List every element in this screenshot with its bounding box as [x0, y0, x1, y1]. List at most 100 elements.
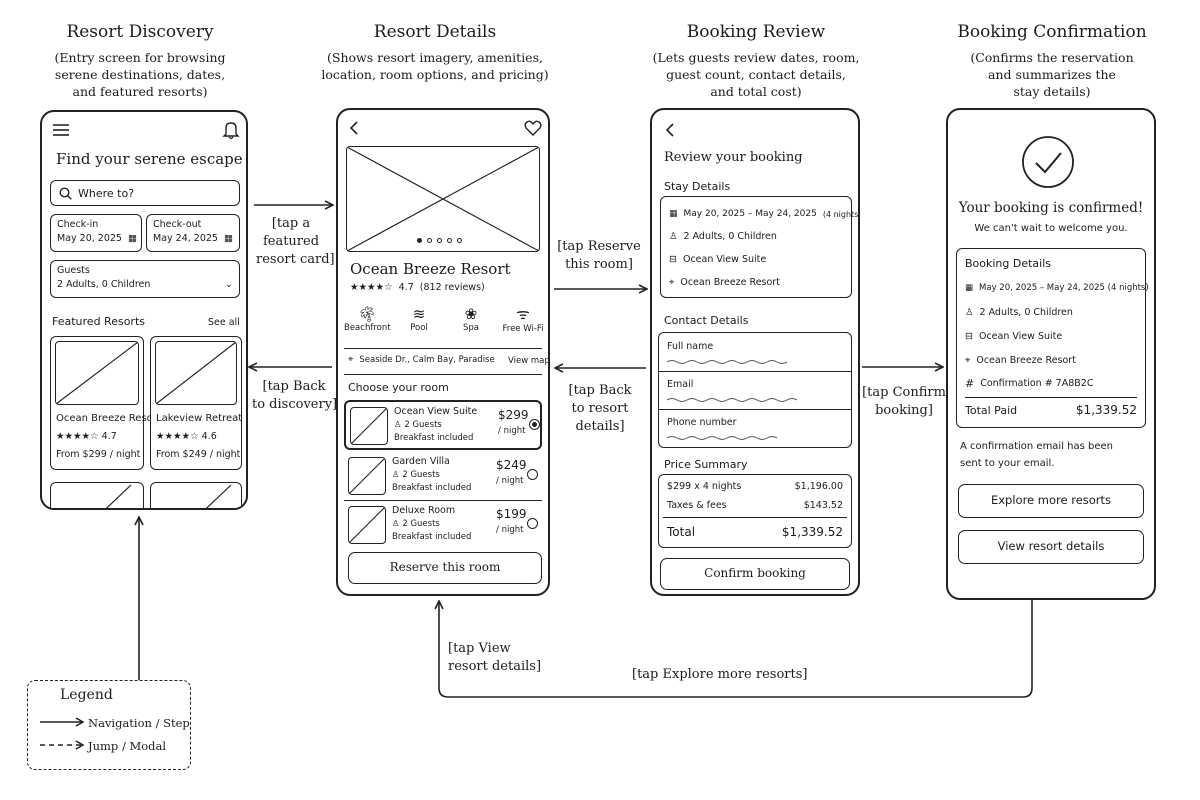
guests-value: 2 Adults, 0 Children: [57, 279, 151, 290]
discovery-heading: Find your serene escape: [56, 150, 243, 168]
person-icon: ♙: [392, 519, 400, 529]
search-icon: [59, 186, 72, 200]
arrow-explore-to-discovery: [439, 600, 1033, 698]
full-name-field[interactable]: [667, 359, 787, 365]
taxes-value: $143.52: [803, 500, 843, 511]
confirmation-title: Booking Confirmation: [957, 22, 1147, 42]
view-map-link[interactable]: View map: [508, 356, 550, 366]
flow-label-tap-confirm: [tap Confirm booking]: [862, 385, 946, 418]
bell-icon[interactable]: [222, 120, 240, 140]
calendar-icon: ▦: [224, 233, 233, 244]
lotus-icon: ❀: [464, 305, 478, 323]
dates-row: ▦May 20, 2025 – May 24, 2025 (4 nights): [965, 283, 1149, 293]
room-radio[interactable]: [527, 518, 538, 529]
carousel-dots[interactable]: [417, 238, 462, 243]
room-option[interactable]: Garden Villa ♙ 2 Guests Breakfast includ…: [344, 455, 542, 499]
room-row: ⊟Ocean View Suite: [965, 330, 1063, 342]
resort-image-placeholder: [205, 484, 232, 508]
location-pin-icon: ⌖: [348, 354, 354, 365]
nightly-line-value: $1,196.00: [794, 481, 843, 492]
bed-icon: ⊟: [965, 330, 973, 342]
person-icon: ♙: [392, 470, 400, 480]
review-heading: Review your booking: [664, 150, 803, 165]
amenity-pool: ≋ Pool: [410, 305, 428, 333]
room-breakfast: Breakfast included: [392, 532, 472, 542]
calendar-icon: ▦: [669, 209, 678, 219]
calendar-icon: ▦: [127, 233, 137, 244]
details-title: Resort Details: [373, 22, 497, 42]
email-label: Email: [667, 379, 694, 390]
divider: [344, 500, 542, 502]
details-screen: Ocean Breeze Resort ★★★★☆ 4.7 (812 revie…: [336, 108, 550, 596]
phone-field[interactable]: [667, 435, 777, 441]
room-guests: ♙ 2 Guests: [394, 420, 442, 430]
confirm-booking-button[interactable]: Confirm booking: [660, 558, 850, 590]
discovery-subtitle: (Entry screen for browsing serene destin…: [54, 50, 226, 99]
room-radio-selected[interactable]: [529, 419, 540, 430]
choose-room-label: Choose your room: [348, 381, 449, 394]
room-price: $299: [498, 408, 529, 422]
room-radio[interactable]: [527, 469, 538, 480]
featured-resorts-label: Featured Resorts: [52, 315, 145, 328]
resort-hero-image: [346, 146, 540, 252]
back-arrow-icon[interactable]: [348, 120, 360, 136]
search-input[interactable]: Where to?: [50, 180, 240, 206]
email-field[interactable]: [667, 397, 797, 403]
guests-select[interactable]: Guests 2 Adults, 0 Children ⌄: [50, 260, 240, 298]
room-breakfast: Breakfast included: [392, 483, 472, 493]
palm-tree-icon: 🌴︎: [357, 305, 377, 323]
stay-dates-row: ▦ May 20, 2025 – May 24, 2025 (4 nights): [669, 209, 860, 219]
legend-title: Legend: [60, 687, 113, 703]
wifi-icon: ᯤ: [516, 305, 530, 323]
discovery-screen: Find your serene escape Where to? Check-…: [40, 110, 248, 510]
booking-details-card: Booking Details ▦May 20, 2025 – May 24, …: [956, 248, 1149, 428]
checkout-field[interactable]: Check-out May 24, 2025 ▦: [146, 214, 240, 252]
card-rating: ★★★★☆ 4.6: [156, 431, 217, 442]
legend: Legend Navigation / Step Jump / Modal: [27, 680, 191, 770]
stay-guests-row: ♙ 2 Adults, 0 Children: [669, 231, 777, 242]
flow-label-tap-view-details: [tap View resort details]: [448, 641, 542, 674]
amenity-spa: ❀ Spa: [463, 305, 479, 333]
view-resort-details-button[interactable]: View resort details: [958, 530, 1144, 564]
explore-more-resorts-button[interactable]: Explore more resorts: [958, 484, 1144, 518]
room-price: $199: [496, 507, 527, 521]
card-name: Ocean Breeze Resort: [56, 413, 161, 424]
price-summary-label: Price Summary: [664, 458, 748, 471]
see-all-link[interactable]: See all: [208, 317, 240, 328]
room-option[interactable]: Ocean View Suite ♙ 2 Guests Breakfast in…: [344, 400, 542, 450]
featured-card-partial[interactable]: [150, 482, 242, 508]
search-placeholder: Where to?: [78, 186, 135, 200]
checkin-field[interactable]: Check-in May 20, 2025 ▦: [50, 214, 142, 252]
featured-card-partial[interactable]: [50, 482, 144, 508]
flow-label-tap-back-discovery: [tap Back to discovery]: [252, 379, 338, 412]
review-subtitle: (Lets guests review dates, room, guest c…: [652, 50, 860, 99]
resort-rating: ★★★★☆ 4.7 (812 reviews): [350, 282, 485, 293]
resort-image-placeholder: [155, 341, 237, 405]
room-name: Garden Villa: [392, 456, 450, 467]
room-image-placeholder: [348, 457, 386, 495]
card-price: From $249 / night: [156, 449, 241, 460]
stay-details-card: ▦ May 20, 2025 – May 24, 2025 (4 nights)…: [660, 196, 860, 298]
person-icon: ♙: [394, 420, 402, 430]
room-name: Ocean View Suite: [394, 406, 478, 417]
room-option[interactable]: Deluxe Room ♙ 2 Guests Breakfast include…: [344, 504, 542, 548]
hash-icon: #: [965, 376, 975, 390]
hamburger-menu-icon[interactable]: [52, 123, 70, 137]
heart-icon[interactable]: [524, 120, 542, 136]
featured-card[interactable]: Ocean Breeze Resort ★★★★☆ 4.7 From $299 …: [50, 336, 161, 470]
bed-icon: ⊟: [669, 254, 677, 265]
guests-row: ♙2 Adults, 0 Children: [965, 306, 1073, 318]
card-rating: ★★★★☆ 4.7: [56, 431, 117, 442]
back-arrow-icon[interactable]: [664, 122, 676, 138]
divider: [344, 348, 542, 350]
stay-room-row: ⊟ Ocean View Suite: [669, 254, 767, 265]
amenities-row: 🌴︎ Beachfront ≋ Pool ❀ Spa ᯤ Free Wi-Fi: [344, 304, 544, 344]
featured-card[interactable]: Lakeview Retreat ★★★★☆ 4.6 From $249 / n…: [150, 336, 242, 470]
room-image-placeholder: [348, 506, 386, 544]
reserve-button[interactable]: Reserve this room: [348, 552, 542, 584]
stay-details-label: Stay Details: [664, 180, 731, 193]
resort-row: ⌖Ocean Breeze Resort: [965, 354, 1076, 366]
confirmation-subheading: We can't wait to welcome you.: [974, 223, 1128, 234]
divider: [659, 371, 851, 373]
